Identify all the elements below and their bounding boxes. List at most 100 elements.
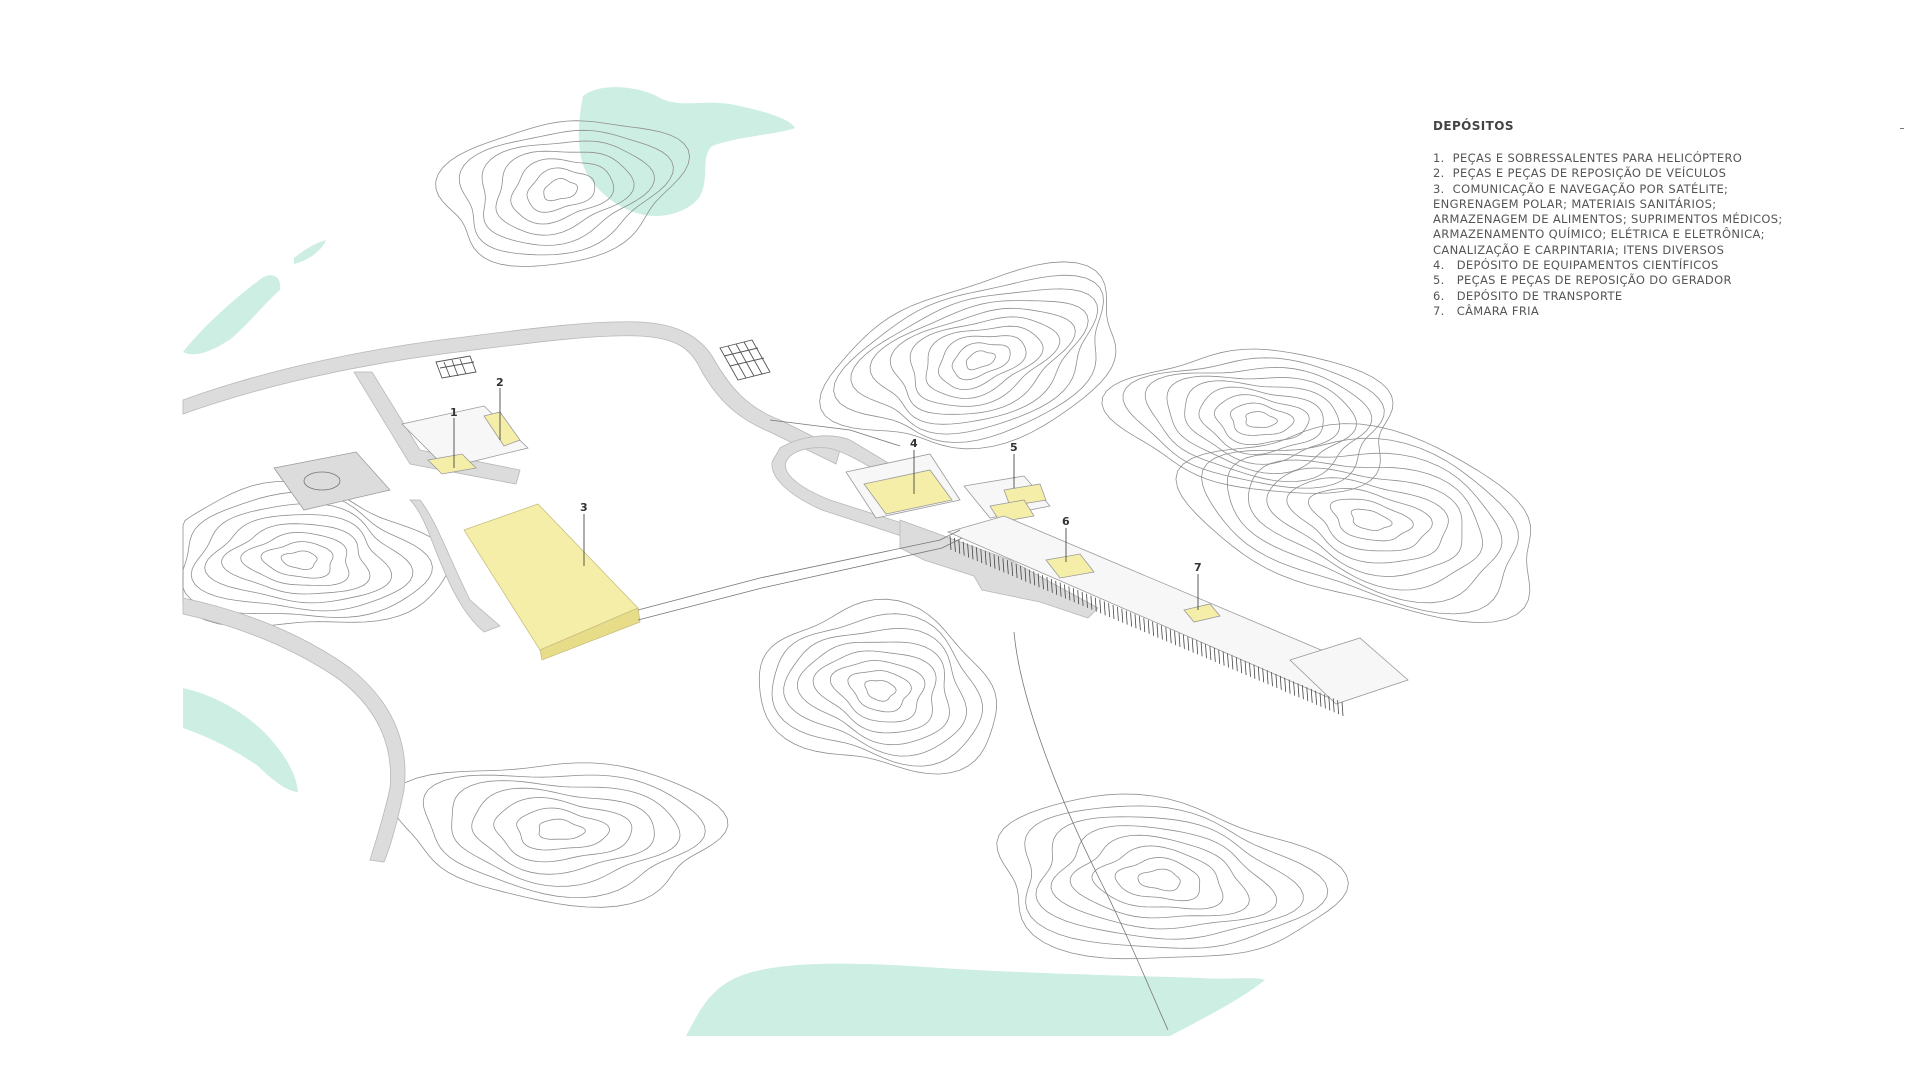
facade-tick: [1143, 618, 1146, 633]
contour-line: [1137, 868, 1181, 892]
pergola-left: [435, 355, 477, 379]
facade-tick: [1015, 563, 1018, 579]
facade-tick: [980, 549, 983, 564]
facade-tick: [1209, 645, 1212, 661]
contour-line: [1198, 386, 1324, 455]
facade-tick: [1147, 619, 1150, 634]
walkway-to-road: [769, 419, 901, 447]
contour-line: [758, 598, 998, 775]
facade-tick: [1152, 621, 1154, 636]
contour-line: [481, 140, 655, 246]
facade-tick: [1125, 610, 1128, 625]
contour-line: [182, 480, 450, 627]
water-west-top: [294, 240, 326, 264]
facade-tick: [1121, 608, 1124, 623]
facade-tick: [1020, 565, 1022, 580]
contour-line: [493, 797, 633, 863]
facade-tick: [1222, 651, 1225, 666]
heliport-pad: [273, 451, 391, 511]
marker-3: 3: [580, 501, 588, 514]
facade-tick: [1077, 590, 1080, 605]
contour-line: [204, 514, 393, 604]
contour-line: [847, 670, 912, 713]
facade-tick: [1337, 700, 1339, 715]
water-bodies: [183, 87, 1265, 1036]
facade-tick: [1117, 606, 1119, 621]
walkway: [637, 419, 1169, 1031]
contour-line: [435, 120, 691, 267]
marker-5: 5: [1010, 441, 1018, 454]
facade-tick: [1081, 591, 1084, 607]
contour-line: [510, 158, 615, 225]
facade-tick: [1090, 595, 1093, 610]
contour-line: [1307, 487, 1433, 552]
legend-title: DEPÓSITOS: [1433, 119, 1514, 133]
facade-tick: [1108, 603, 1110, 618]
contour-line: [516, 807, 610, 851]
contour-line: [495, 150, 635, 236]
facade-tick: [1257, 666, 1260, 681]
facade-tick: [1227, 653, 1229, 668]
contour-line: [422, 774, 706, 899]
facade-tick: [1174, 631, 1176, 646]
contour-line: [1024, 805, 1329, 949]
facade-tick: [1169, 629, 1172, 644]
marker-2: 2: [496, 376, 504, 389]
facade-tick: [1253, 664, 1256, 679]
deposit-3-ridge: [539, 607, 641, 661]
lake-south: [686, 963, 1265, 1036]
contour-line: [1213, 394, 1310, 445]
facade-tick: [1200, 642, 1203, 657]
facade-tick: [967, 543, 969, 558]
facade-tick: [998, 556, 1000, 571]
facade-tick: [1178, 632, 1181, 648]
facade-tick: [1183, 634, 1185, 649]
facade-tick: [1002, 558, 1005, 573]
contour-line: [458, 129, 674, 256]
facade-tick: [1332, 698, 1335, 713]
facade-tick: [1033, 571, 1036, 586]
facade-tick: [1028, 569, 1031, 584]
contour-line: [538, 818, 586, 840]
contour-line: [1229, 402, 1295, 436]
facade-tick: [1302, 685, 1304, 700]
contour-line: [812, 650, 937, 734]
facade-tick: [1072, 588, 1075, 603]
facade-tick: [1161, 625, 1163, 640]
contour-line: [1329, 498, 1414, 542]
facade-tick: [1288, 679, 1291, 694]
contour-line: [1266, 467, 1463, 577]
contour-lines: [182, 120, 1532, 960]
contour-line: [864, 680, 897, 702]
facade-tick: [1279, 675, 1282, 690]
contour-line: [951, 342, 1011, 381]
contour-line: [1144, 366, 1373, 483]
facade-tick: [1187, 636, 1190, 651]
contour-line: [451, 780, 681, 887]
facade-tick: [1011, 562, 1014, 577]
facade-tick: [1275, 673, 1278, 689]
yard-road: [409, 499, 501, 633]
contour-line: [1114, 857, 1201, 902]
facade-tick: [1341, 701, 1344, 717]
buildings: [401, 405, 1409, 705]
facade-tick: [1244, 660, 1247, 676]
legend-item: 1. PEÇAS E SOBRESSALENTES PARA HELICÓPTE…: [1433, 151, 1743, 165]
contour-line: [182, 491, 433, 618]
helipad-circle: [303, 471, 341, 491]
facade-tick: [1231, 655, 1234, 670]
contour-line: [260, 541, 334, 579]
marker-7: 7: [1194, 561, 1202, 574]
contour-line: [1091, 845, 1224, 910]
facade-tick: [954, 537, 956, 552]
power-line: [1013, 631, 1169, 1031]
facade-tick: [984, 550, 987, 565]
facade-tick: [1055, 580, 1058, 595]
contour-line: [280, 550, 318, 570]
facade-tick: [989, 552, 991, 567]
contour-line: [996, 793, 1349, 960]
deposit-1: [427, 453, 477, 475]
contour-line: [1175, 423, 1532, 624]
facade-tick: [1006, 560, 1009, 575]
facade-tick: [949, 535, 952, 551]
